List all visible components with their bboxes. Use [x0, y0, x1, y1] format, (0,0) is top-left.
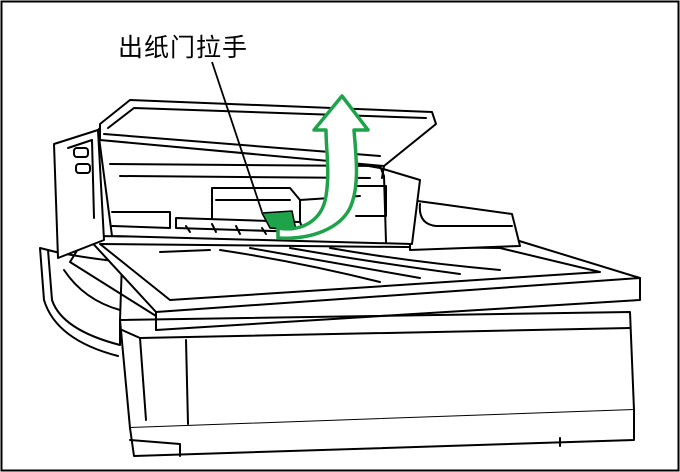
scanner-illustration [39, 99, 641, 457]
callout-label: 出纸门拉手 [118, 33, 249, 62]
control-panel [53, 129, 105, 259]
callout-leader-line [211, 61, 263, 213]
curved-up-arrow-icon [276, 94, 370, 240]
